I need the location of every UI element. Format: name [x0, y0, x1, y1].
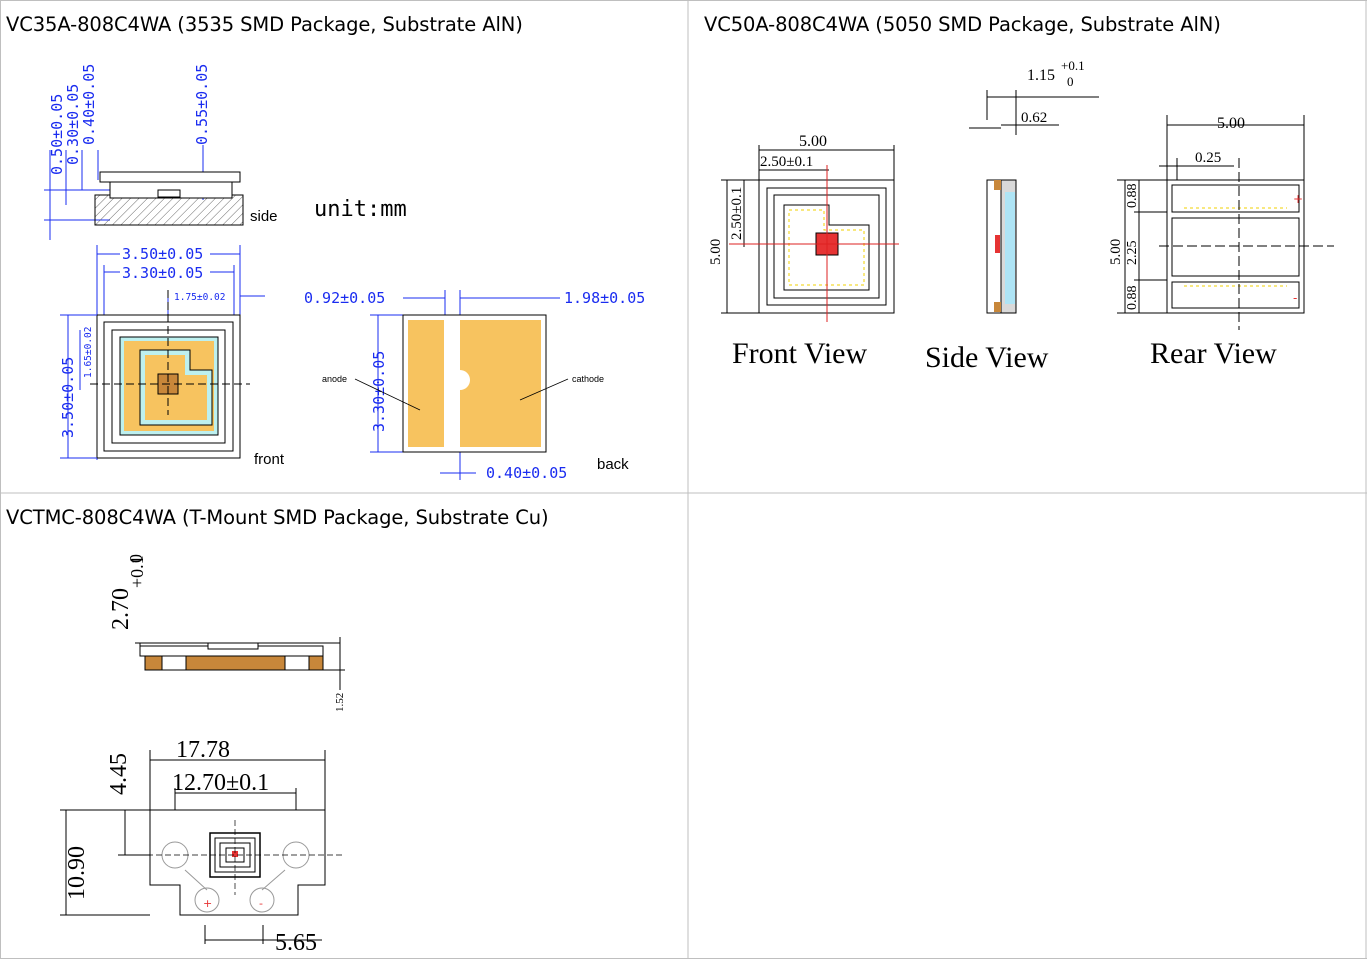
dim-p330: 3.30±0.05 [370, 351, 388, 432]
dim-s115: 1.15 [1027, 67, 1055, 84]
dim-p092: 0.92±0.05 [304, 289, 385, 307]
vc50-rear-view: + - [1159, 158, 1334, 330]
vc50-drawing: 5.00 2.50±0.1 5.00 2.50±0.1 Front View 1… [708, 58, 1334, 374]
svg-text:-: - [1293, 291, 1297, 305]
dim-r088a: 0.88 [1125, 184, 1140, 209]
vctmc-drawing: 2.70 +0.1 0 1.52 [60, 554, 346, 956]
vc35-drawing: 0.50±0.05 0.30±0.05 0.40±0.05 0.55±0.05 … [44, 64, 645, 482]
dim-h270-tol-up: +0.1 [127, 555, 147, 588]
dim-w1270: 12.70±0.1 [172, 770, 269, 796]
dim-r225: 2.25 [1125, 241, 1140, 266]
cell-title-vc50: VC50A-808C4WA (5050 SMD Package, Substra… [704, 13, 1221, 36]
dim-h270: 2.70 [108, 588, 134, 630]
vc35-back-view [402, 314, 547, 453]
dim-r025: 0.25 [1195, 150, 1221, 166]
dim-h055: 0.55±0.05 [193, 64, 211, 145]
vc50-side-view [986, 179, 1017, 314]
vc50-front-view [729, 165, 899, 322]
dim-fv250: 2.50±0.1 [729, 187, 745, 240]
dim-f250: 2.50±0.1 [760, 154, 813, 170]
dim-rv500: 5.00 [1108, 239, 1124, 265]
label-side-view: Side View [925, 341, 1049, 374]
dim-h030: 0.30±0.05 [64, 84, 82, 165]
unit-label: unit:mm [314, 197, 407, 222]
dim-w1778: 17.78 [176, 737, 230, 763]
vc35-front-view [90, 290, 250, 459]
svg-text:+: + [1293, 192, 1303, 206]
dim-r088b: 0.88 [1125, 286, 1140, 311]
dim-p040: 0.40±0.05 [486, 464, 567, 482]
vc35-side-view [94, 171, 244, 226]
label-cathode: cathode [572, 374, 604, 384]
dim-s115-tol-dn: 0 [1067, 74, 1074, 89]
vctmc-top-view: + - [120, 809, 345, 916]
cell-title-vc35: VC35A-808C4WA (3535 SMD Package, Substra… [6, 13, 523, 36]
svg-text:-: - [259, 897, 263, 910]
cell-title-vctmc: VCTMC-808C4WA (T-Mount SMD Package, Subs… [6, 506, 549, 529]
label-side: side [250, 208, 278, 225]
label-anode: anode [322, 374, 347, 384]
label-rear-view: Rear View [1150, 337, 1277, 370]
dim-h270-tol-dn: 0 [126, 554, 146, 563]
dim-s115-tol-up: +0.1 [1061, 58, 1085, 73]
dim-v1090: 10.90 [64, 846, 90, 900]
label-front: front [254, 451, 285, 468]
dim-v350: 3.50±0.05 [59, 357, 77, 438]
dim-v445: 4.45 [106, 753, 132, 795]
dim-f500: 5.00 [799, 133, 827, 150]
dim-h152: 1.52 [334, 693, 346, 712]
dim-w175: 1.75±0.02 [174, 292, 225, 303]
dim-w350: 3.50±0.05 [122, 245, 203, 263]
label-back: back [597, 456, 629, 473]
dim-w565: 5.65 [275, 930, 317, 956]
dim-p198: 1.98±0.05 [564, 289, 645, 307]
svg-text:+: + [203, 897, 212, 910]
dim-h040: 0.40±0.05 [80, 64, 98, 145]
dim-w330: 3.30±0.05 [122, 264, 203, 282]
dim-fv500: 5.00 [708, 239, 724, 265]
dim-h050: 0.50±0.05 [48, 94, 66, 175]
dim-r500: 5.00 [1217, 115, 1245, 132]
empty-cell [689, 494, 1365, 957]
dim-s062: 0.62 [1021, 110, 1047, 126]
label-front-view: Front View [732, 337, 867, 370]
dim-v165: 1.65±0.02 [83, 327, 94, 378]
vctmc-side-view [139, 642, 324, 671]
